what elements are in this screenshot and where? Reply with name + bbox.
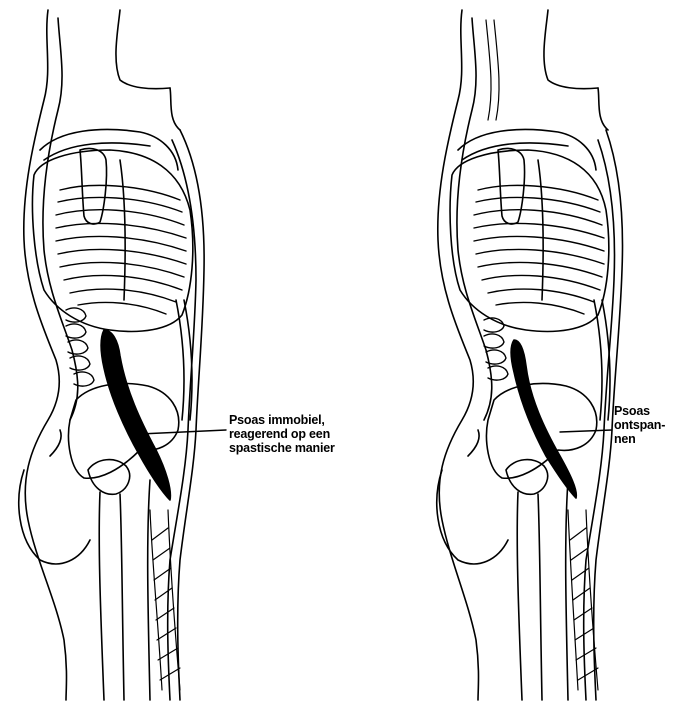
left-thigh-hatching — [150, 510, 180, 690]
right-femur — [517, 492, 542, 700]
left-annotation: Psoas immobiel, reagerend op een spastis… — [229, 413, 335, 455]
right-figure — [437, 10, 623, 700]
right-annotation: Psoas ontspan- nen — [614, 404, 665, 446]
left-pointer-line — [140, 430, 226, 434]
left-annotation-line-3: spastische manier — [229, 441, 335, 455]
left-neck — [116, 10, 170, 89]
right-back-outline — [438, 10, 479, 700]
left-back-outline — [24, 10, 67, 700]
left-femur — [99, 492, 124, 700]
right-psoas-muscle — [511, 340, 576, 498]
right-annotation-line-2: ontspan- — [614, 418, 665, 432]
left-annotation-line-2: reagerend op een — [229, 427, 335, 441]
right-annotation-line-3: nen — [614, 432, 665, 446]
left-psoas-muscle — [101, 330, 170, 500]
left-figure — [19, 10, 226, 700]
right-ribs — [474, 185, 604, 314]
left-annotation-line-1: Psoas immobiel, — [229, 413, 335, 427]
right-annotation-line-1: Psoas — [614, 404, 665, 418]
left-ribs — [56, 185, 186, 314]
left-throat — [170, 88, 180, 130]
right-lumbar-spine — [484, 318, 508, 380]
